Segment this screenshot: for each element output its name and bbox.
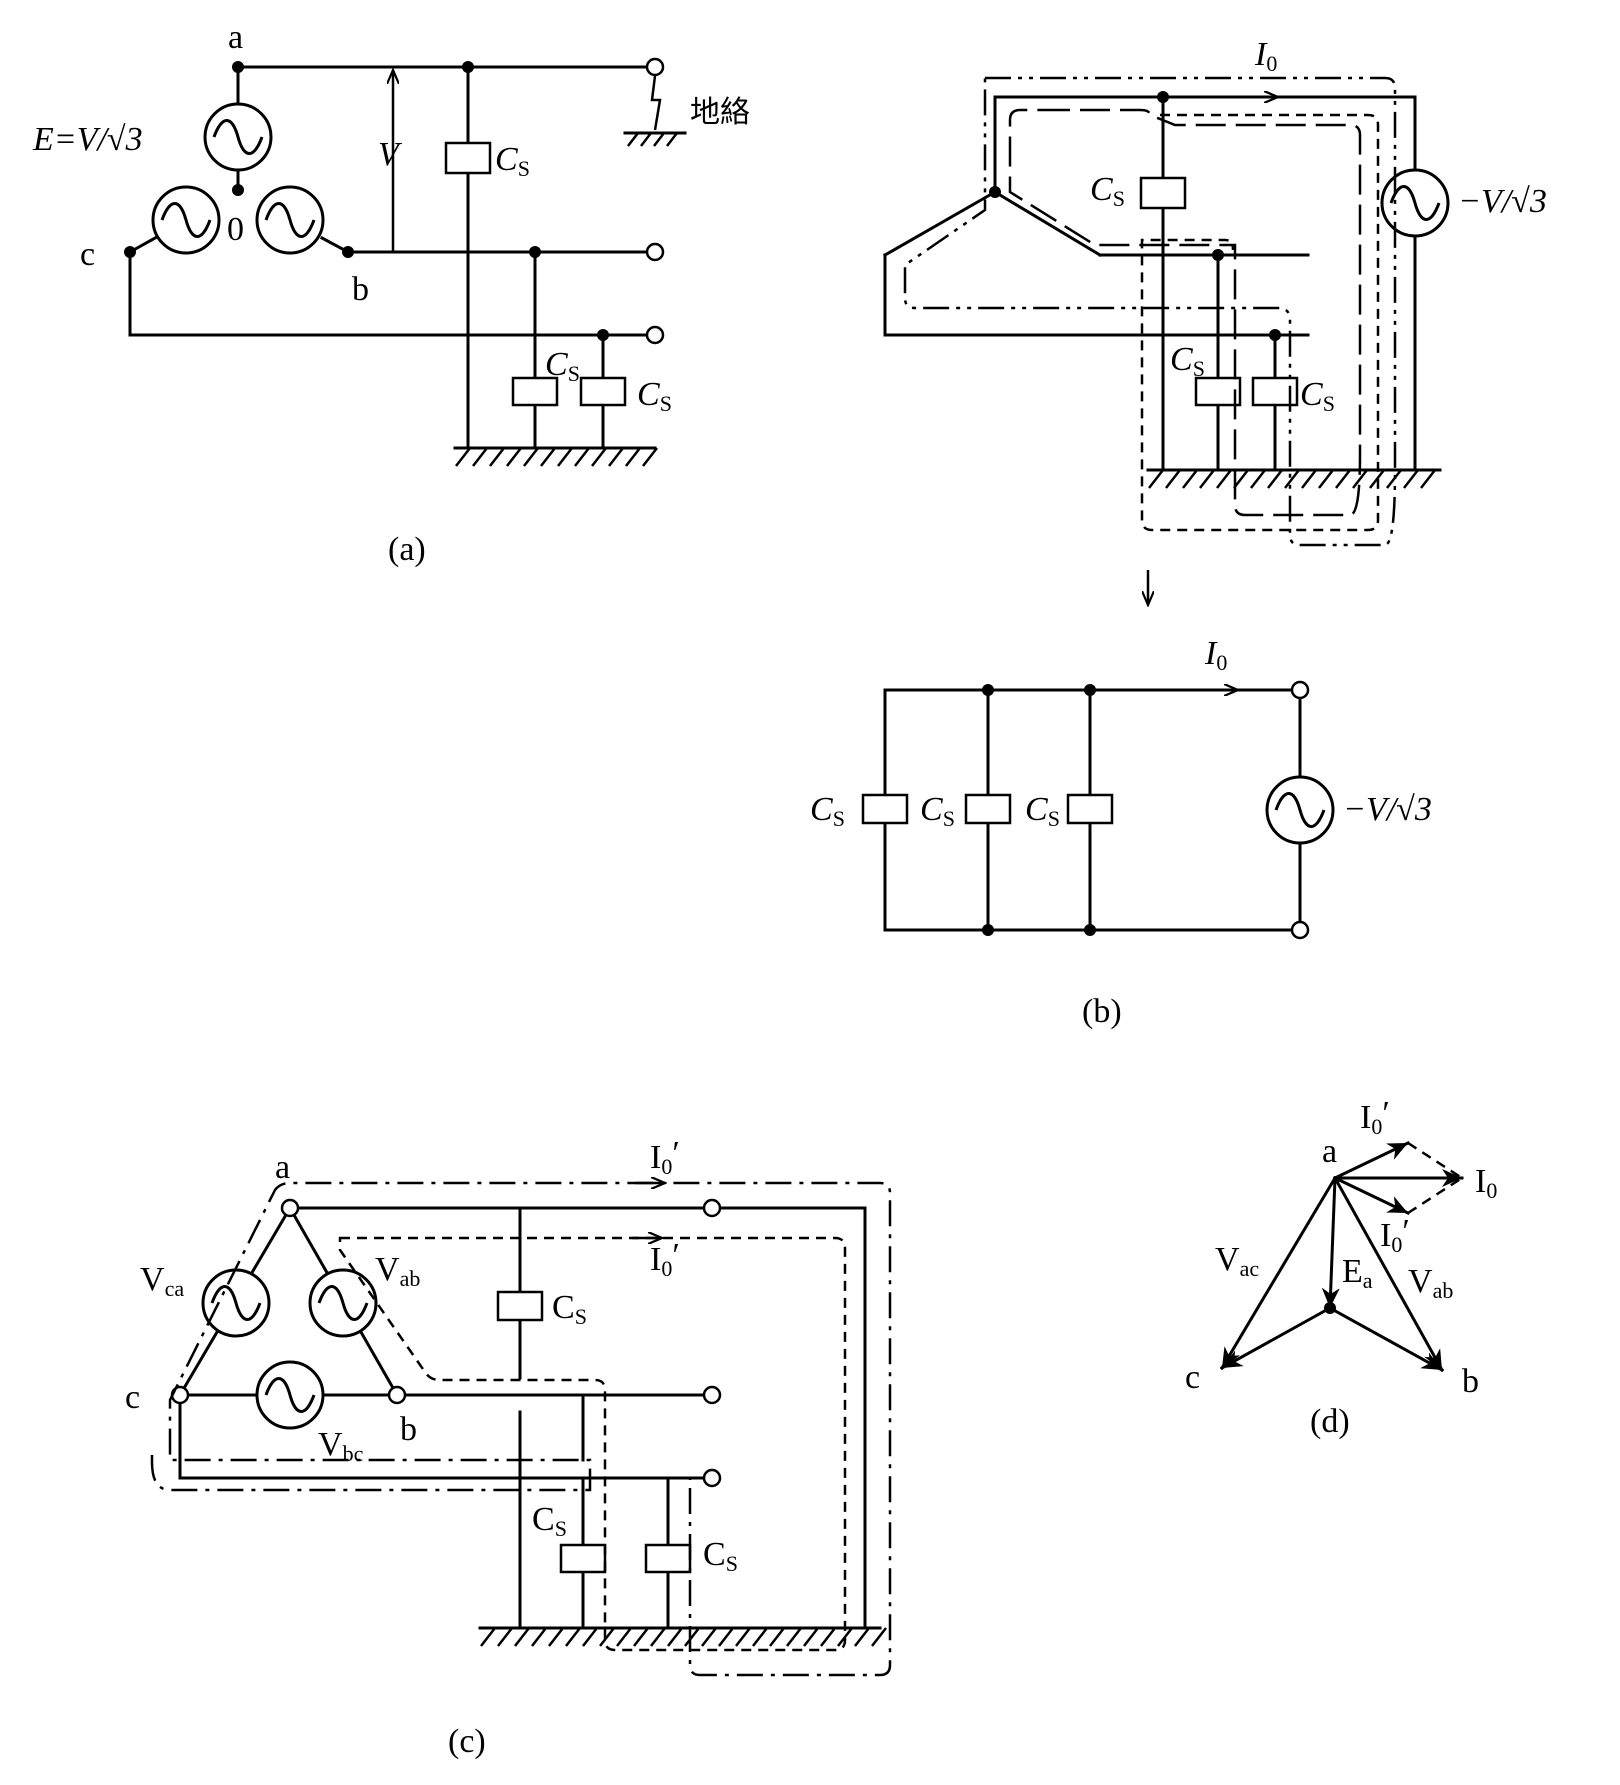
source-b-icon [255,185,325,255]
vab-label: Vab [1408,1263,1453,1303]
capacitor-c [579,376,627,407]
node-b-label-c: b [400,1411,417,1448]
capacitor-b2 [1194,376,1242,407]
capacitor-a [444,141,492,175]
figure-b-equivalent: I0 −V/√3 CS CS CS (b) [810,635,1432,1030]
figure-c: a c b Vca Vab Vbc I0′ I0′ CS CS CS (c) [125,1135,892,1760]
current-path-2 [1008,108,1362,517]
terminal-b [645,242,665,262]
cap-b1-label: CS [1090,171,1125,211]
current-label-c1: I0′ [650,1135,680,1179]
current-label: I0 [1254,36,1277,76]
node-a-label: a [228,19,243,56]
i0p-label-bottom: I0′ [1380,1213,1410,1257]
capacitor-c2 [559,1543,607,1574]
capacitor-eq2 [964,793,1012,825]
current-path-c1 [150,1181,892,1677]
cap-eq3-label: CS [1025,791,1060,831]
i0-label: I0 [1475,1163,1497,1203]
v-bc-label: Vbc [318,1426,364,1466]
source-ca-icon [201,1268,271,1338]
caption-d: (d) [1310,1403,1350,1440]
cap-eq2-label: CS [920,791,955,831]
caption-c: (c) [448,1723,486,1760]
caption-a: (a) [388,531,426,568]
phasor-vac [1219,1175,1338,1371]
voltage-label: V [378,136,403,173]
source-label-eq: −V/√3 [1343,791,1432,828]
source-bc-icon [255,1360,325,1430]
caption-b: (b) [1082,993,1122,1030]
current-path-c2 [338,1236,847,1652]
current-path-3 [1140,113,1380,532]
capacitor-eq3 [1066,793,1114,825]
source-a-icon [203,102,273,172]
i0p-label-top: I0′ [1360,1095,1390,1139]
neutral-label: 0 [227,211,244,248]
source-label: −V/√3 [1458,183,1547,220]
node-c-label: c [80,236,95,273]
capacitor-eq1 [861,793,909,825]
terminal-c [645,325,665,345]
v-ab-label: Vab [375,1251,420,1291]
cap-b2-label: CS [1170,341,1205,381]
node-c-label-c: c [125,1379,140,1416]
node-a-label-d: a [1322,1133,1337,1170]
phasor-i0p-2 [1332,1175,1411,1216]
cap-a-label: CS [495,141,530,181]
cap-c-label: CS [637,376,672,416]
node-b-label: b [352,271,369,308]
cap-c2-label: CS [532,1501,567,1541]
capacitor-b1 [1139,176,1187,210]
current-path-1 [903,76,1397,547]
v-ca-label: Vca [140,1261,184,1301]
cap-c1-label: CS [552,1289,587,1329]
emf-label: E=V/√3 [32,121,143,158]
source-c-icon [151,185,221,255]
capacitor-b [511,376,559,407]
cap-c3-label: CS [703,1536,738,1576]
source-neg-icon [1380,168,1450,238]
current-label-eq: I0 [1204,635,1227,675]
fault-label: 地絡 [690,95,750,130]
cap-eq1-label: CS [810,791,845,831]
vac-label: Vac [1215,1241,1259,1281]
figure-d-phasor: a c b I0′ I0 I0′ Vac Ea Vab (d) [1185,1095,1497,1440]
ground-fault-icon [623,75,687,147]
capacitor-c3 [644,1543,692,1574]
node-a-label-c: a [275,1149,290,1186]
phasor-vab [1332,1175,1445,1373]
source-ab-icon [308,1268,378,1338]
node-b-label-d: b [1462,1363,1479,1400]
capacitor-c1 [496,1290,544,1322]
cap-b3-label: CS [1300,376,1335,416]
phasor-i0p-1 [1332,1140,1411,1181]
cap-b-label: CS [545,346,580,386]
ea-label: Ea [1342,1253,1373,1293]
node-c-label-d: c [1185,1359,1200,1396]
figure-b-top: I0 −V/√3 CS CS CS [882,36,1547,605]
phasor-ea [1321,1176,1340,1310]
source-eq-icon [1265,775,1335,845]
terminal-a [645,57,665,77]
current-label-c2: I0′ [650,1237,680,1281]
ground-symbol [478,1626,887,1647]
ground-symbol [453,446,658,467]
figure-a: a c b 0 E=V/√3 V CS CS CS 地絡 (a) [32,19,750,568]
